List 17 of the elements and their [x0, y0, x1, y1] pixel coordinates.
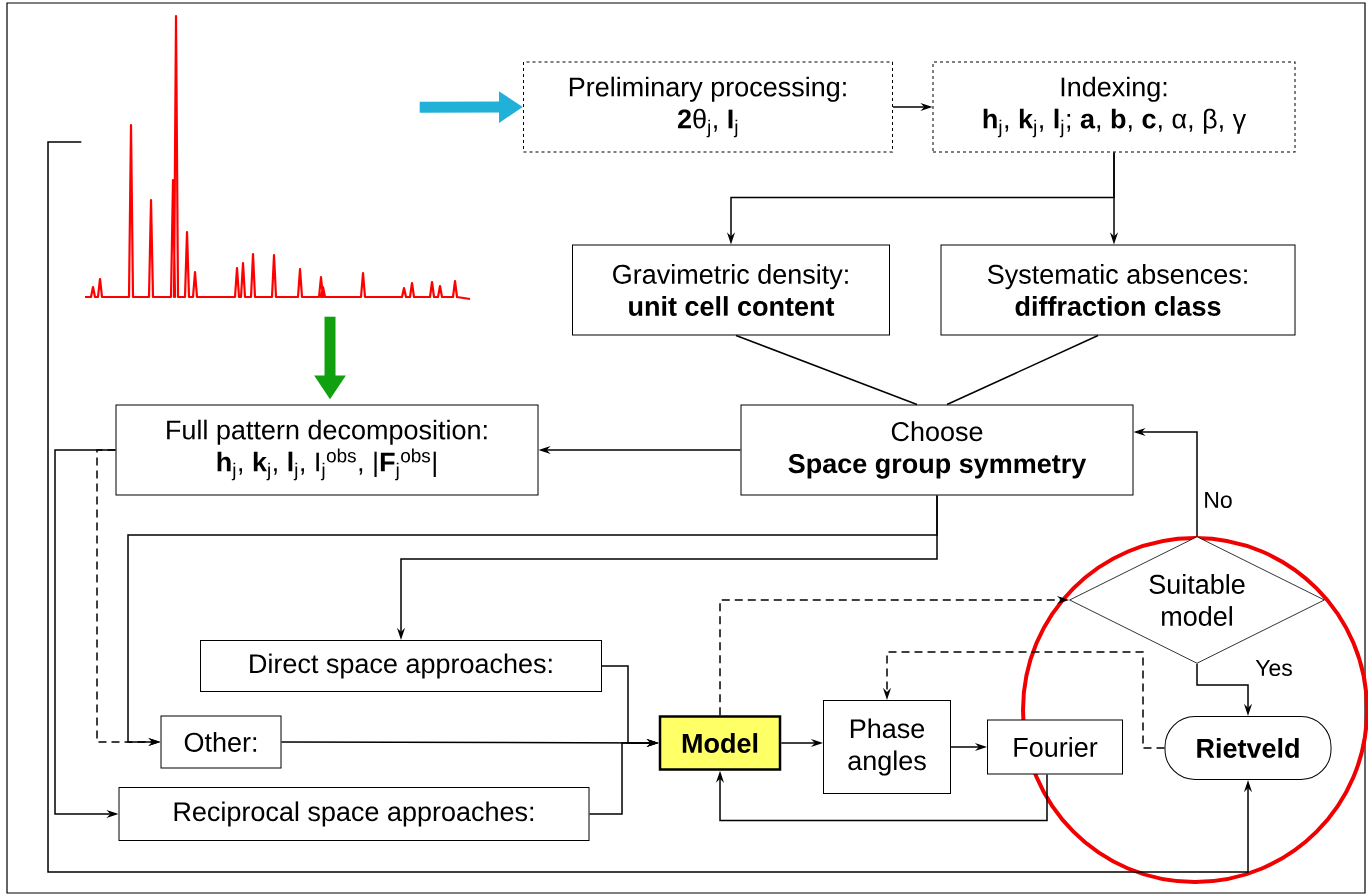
edge-label: No — [1202, 490, 1234, 509]
process-box: Phase angles — [823, 700, 951, 794]
terminal-box: Rietveld — [1164, 716, 1332, 780]
process-box: Other: — [160, 715, 282, 769]
process-box: Systematic absences: diffraction class — [940, 244, 1296, 336]
process-box: Reciprocal space approaches: — [118, 787, 590, 841]
process-box: Gravimetric density: unit cell content — [572, 244, 890, 336]
process-box: Choose Space group symmetry — [740, 404, 1134, 496]
dashed-box: Preliminary processing: 2θ$_{j}$, I$_{j}$ — [523, 61, 893, 153]
diffraction-pattern-drawing — [84, 14, 471, 300]
dashed-box: Indexing: h$_{j}$, k$_{j}$, l$_{j}$; a, b, c, α, β, γ — [932, 61, 1296, 153]
model-box: Model — [658, 715, 782, 771]
process-box: Full pattern decomposition: h$_{j}$, k$_{j}$, l$_{j}$, I$_{j}$$^{obs}$, |F$_{j}$$^{obs}$| — [115, 404, 539, 496]
connector-line — [946, 334, 1099, 406]
connector-line — [735, 334, 918, 406]
process-box: Direct space approaches: — [200, 640, 602, 692]
process-box: Fourier — [987, 719, 1123, 775]
